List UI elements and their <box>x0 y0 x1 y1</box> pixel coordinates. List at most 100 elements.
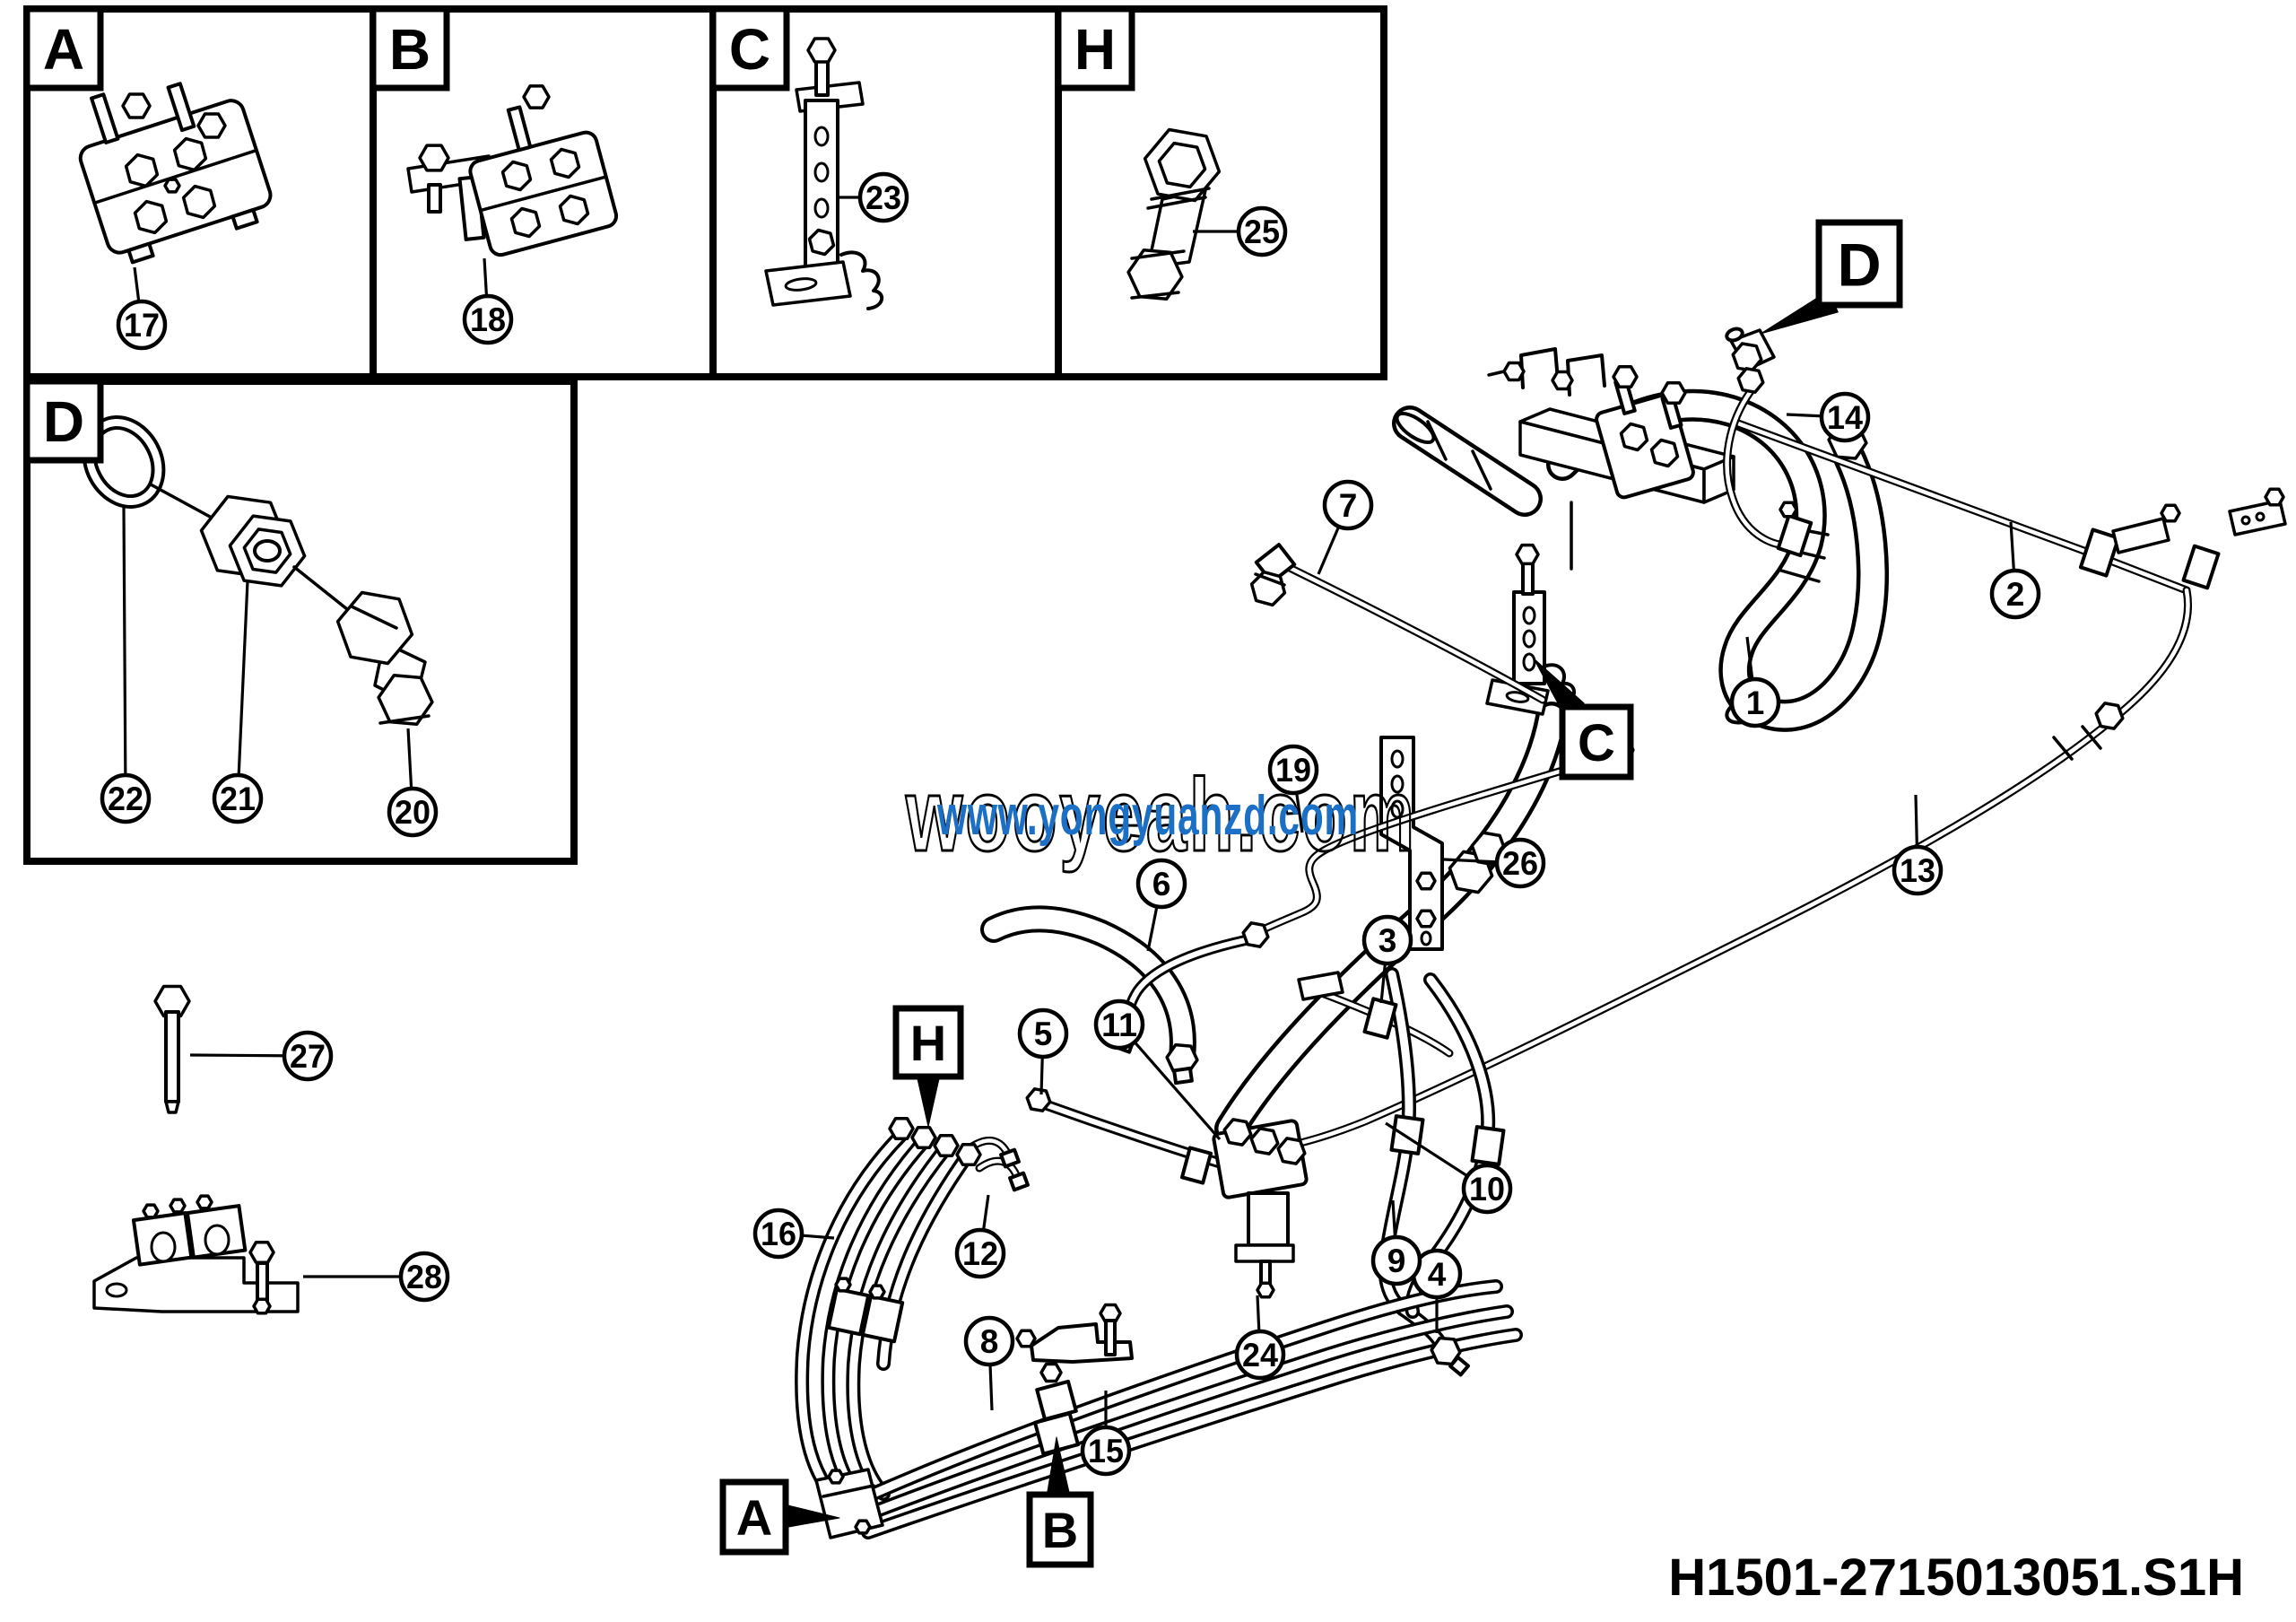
part-22-seal-ring <box>82 415 166 509</box>
callout-21 <box>212 772 264 824</box>
callout-label-15: 15 <box>1088 1433 1124 1469</box>
callout-13 <box>1892 844 1944 896</box>
part-27-bolt <box>153 984 191 1114</box>
callout-label-2: 2 <box>2006 576 2025 613</box>
callout-26 <box>1494 837 1546 889</box>
part-21-bulkhead-nut <box>199 494 307 588</box>
manifold-cluster <box>1212 1118 1309 1299</box>
part-17-clamp-block <box>78 82 273 265</box>
callout-11 <box>1093 998 1145 1051</box>
callout-label-7: 7 <box>1339 487 1358 524</box>
marker-label-B: B <box>389 17 430 82</box>
watermark-blue: www.yongyuanzd.com <box>936 785 1359 847</box>
marker-label-H: H <box>1074 17 1116 82</box>
marker-label-D: D <box>1837 231 1881 299</box>
marker-label-B: B <box>1042 1502 1078 1558</box>
callout-label-6: 6 <box>1152 866 1171 903</box>
callout-6 <box>1135 858 1187 910</box>
part-7-elbow <box>1249 543 1297 607</box>
marker-box-H <box>1055 5 1135 92</box>
callout-label-18: 18 <box>470 301 506 338</box>
callout-12 <box>954 1227 1006 1279</box>
top-mounting-bar <box>1487 347 1735 571</box>
callout-20 <box>387 786 439 838</box>
callout-25 <box>1236 205 1288 257</box>
marker-box-C <box>1559 703 1634 780</box>
marker-label-A: A <box>736 1489 772 1546</box>
callout-14 <box>1819 391 1871 443</box>
callout-label-4: 4 <box>1428 1256 1447 1293</box>
marker-label-D: D <box>43 389 84 454</box>
callout-label-17: 17 <box>124 307 160 344</box>
callout-22 <box>100 772 152 824</box>
callout-label-22: 22 <box>108 780 144 817</box>
callout-label-1: 1 <box>1746 685 1765 721</box>
callout-label-24: 24 <box>1242 1337 1278 1373</box>
marker-box-H <box>892 1005 964 1080</box>
leader-21 <box>236 580 249 799</box>
part-26-bracket <box>1379 736 1444 951</box>
panel-d-frame <box>23 378 578 865</box>
callout-label-27: 27 <box>290 1038 326 1075</box>
part-20-elbow-fitting <box>335 590 434 726</box>
marker-box-B <box>1026 1491 1094 1568</box>
callout-9 <box>1370 1234 1422 1286</box>
callout-label-9: 9 <box>1387 1243 1406 1279</box>
part-28-clamp-bracket <box>92 1194 300 1315</box>
pipe-2-brackets <box>1776 487 2287 761</box>
marker-arrow-H <box>916 1074 941 1128</box>
panel-h-frame <box>1055 5 1387 380</box>
part-18-clamp-bracket <box>406 84 619 257</box>
callout-15 <box>1080 1425 1132 1477</box>
callout-19 <box>1267 744 1319 796</box>
assembly-line-22-21 <box>149 483 223 525</box>
callout-17 <box>116 299 168 351</box>
d-elbow-fitting <box>1725 327 1776 394</box>
callout-24 <box>1234 1329 1286 1381</box>
callout-5 <box>1017 1007 1069 1060</box>
assembly-line-21-20 <box>292 565 353 615</box>
callout-2 <box>1989 568 2041 620</box>
callout-16 <box>752 1208 804 1260</box>
marker-box-B <box>370 5 450 92</box>
callout-label-20: 20 <box>395 794 430 831</box>
callout-label-3: 3 <box>1378 922 1397 959</box>
callout-label-11: 11 <box>1101 1007 1137 1043</box>
callout-10 <box>1461 1163 1513 1215</box>
callout-label-19: 19 <box>1275 752 1311 789</box>
callout-label-26: 26 <box>1502 845 1538 882</box>
callout-label-25: 25 <box>1244 214 1280 250</box>
part-23-bracket <box>764 37 883 310</box>
marker-box-A <box>719 1478 789 1556</box>
callout-18 <box>462 293 514 345</box>
callout-label-10: 10 <box>1469 1171 1505 1208</box>
callout-3 <box>1361 914 1413 966</box>
marker-box-A <box>23 5 104 92</box>
callout-1 <box>1729 676 1781 728</box>
leader-22 <box>122 507 127 799</box>
callout-label-13: 13 <box>1900 852 1935 889</box>
callout-label-23: 23 <box>865 179 901 216</box>
marker-box-D <box>1815 219 1903 309</box>
callout-7 <box>1322 479 1374 531</box>
watermark-outline: wooyeah.com <box>905 758 1417 873</box>
detail-panel-frames <box>23 5 1387 865</box>
marker-label-C: C <box>729 17 770 82</box>
drawing-number: H1501-2715013051.S1H <box>1668 1548 2244 1607</box>
marker-label-A: A <box>43 17 84 82</box>
callout-23 <box>857 171 909 223</box>
marker-label-H: H <box>910 1015 946 1071</box>
marker-box-C <box>709 5 790 92</box>
marker-box-D <box>23 378 104 464</box>
callout-label-12: 12 <box>962 1235 998 1272</box>
callout-label-16: 16 <box>761 1216 796 1252</box>
callout-8 <box>963 1315 1015 1367</box>
leader-11 <box>1118 1023 1222 1141</box>
callout-label-21: 21 <box>220 780 256 817</box>
part-25-elbow-fitting <box>1126 127 1222 301</box>
callout-label-5: 5 <box>1034 1016 1053 1052</box>
marker-label-C: C <box>1578 714 1615 772</box>
callout-28 <box>398 1251 450 1303</box>
callout-label-8: 8 <box>980 1323 999 1360</box>
